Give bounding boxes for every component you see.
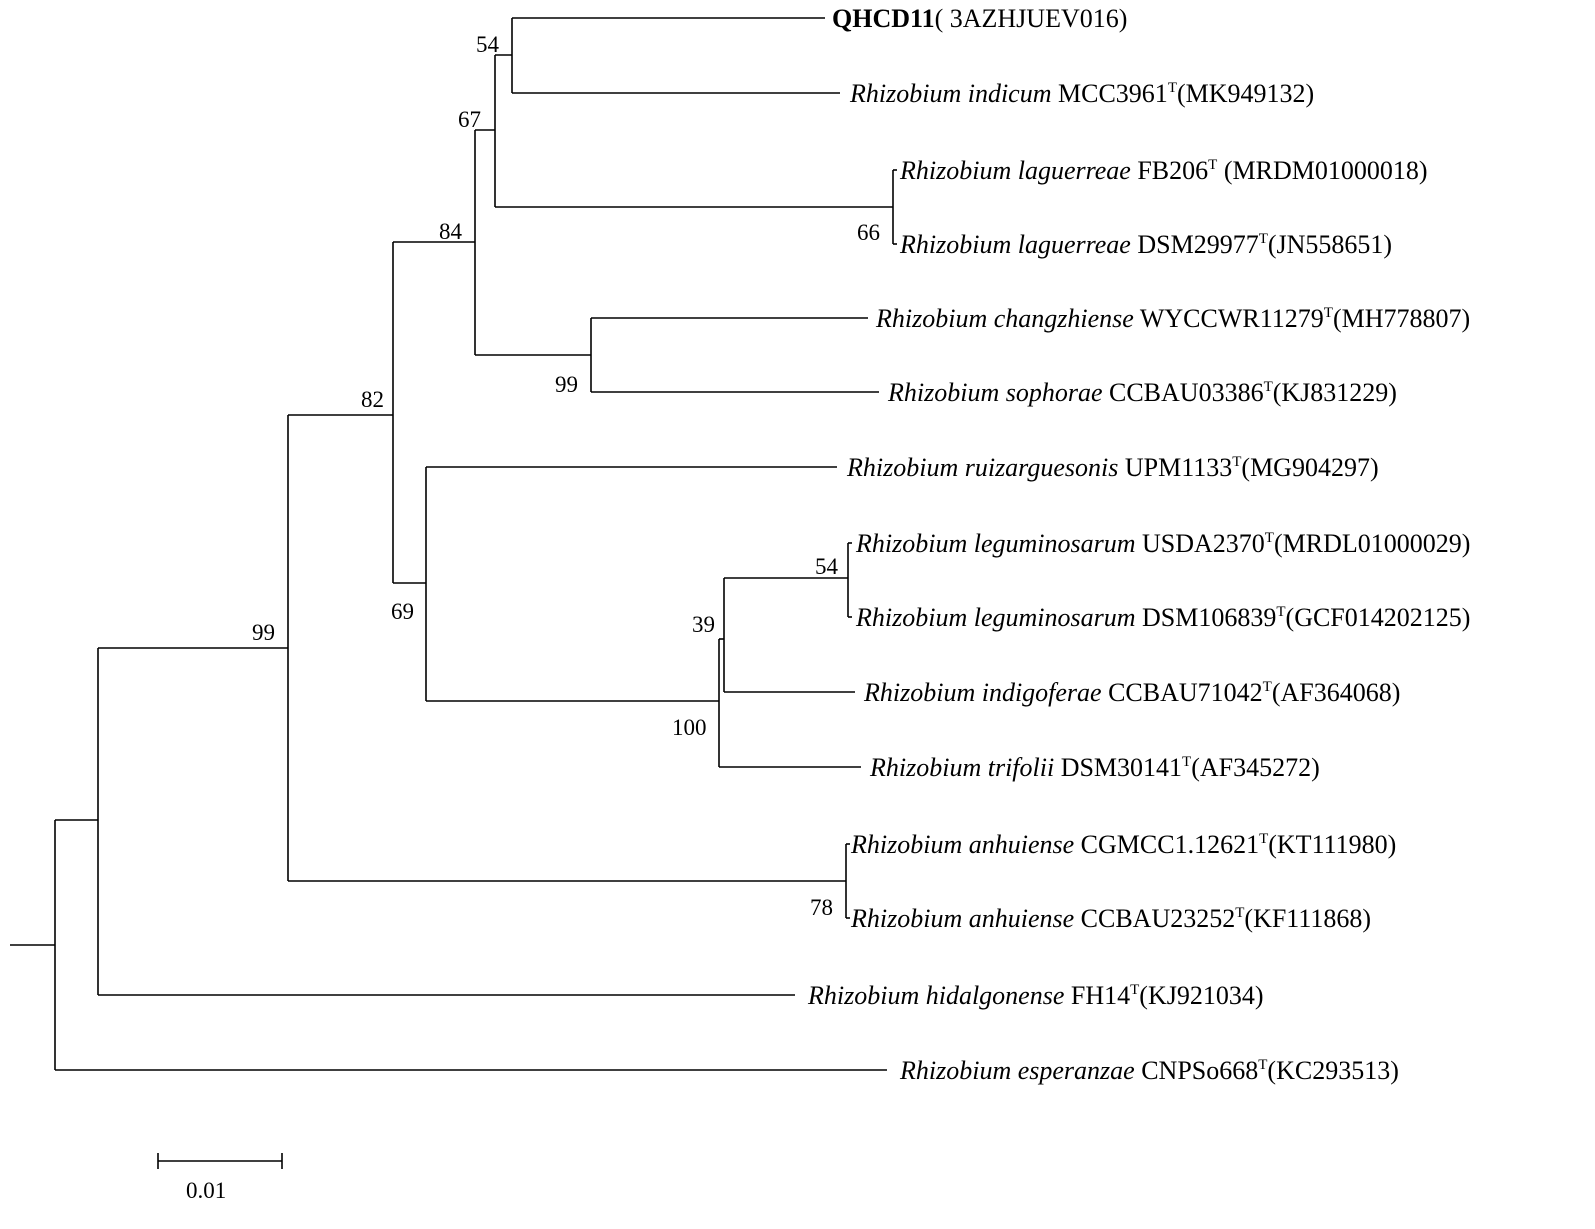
accession: (MG904297)	[1241, 453, 1378, 482]
species-name: Rhizobium indicum	[849, 79, 1052, 108]
accession: (MRDL01000029)	[1274, 529, 1470, 558]
bootstrap-label: 99	[555, 372, 578, 397]
strain-id: CCBAU03386	[1109, 378, 1264, 407]
strain-id: USDA2370	[1142, 529, 1265, 558]
bootstrap-label: 100	[672, 715, 707, 740]
leaf-label-esperanzae: Rhizobium esperanzae CNPSo668T(KC293513)	[899, 1056, 1399, 1085]
bootstrap-labels: 54 67 66 84 99 82 54 39 100 69 78 99	[252, 32, 880, 920]
strain-name-bold: QHCD11	[832, 4, 935, 33]
bootstrap-label: 54	[815, 554, 839, 579]
type-strain-mark: T	[1232, 454, 1241, 470]
leaf-label-changzhiense: Rhizobium changzhiense WYCCWR11279T(MH77…	[875, 304, 1470, 333]
accession: (GCF014202125)	[1286, 603, 1471, 632]
species-name: Rhizobium hidalgonense	[807, 981, 1064, 1010]
strain-id: DSM30141	[1061, 753, 1182, 782]
strain-id: CGMCC1.12621	[1081, 830, 1259, 859]
leaf-label-indigoferae: Rhizobium indigoferae CCBAU71042T(AF3640…	[863, 678, 1400, 707]
bootstrap-label: 84	[439, 219, 463, 244]
scale-bar: 0.01	[157, 1153, 283, 1203]
species-name: Rhizobium sophorae	[887, 378, 1103, 407]
strain-id: UPM1133	[1125, 453, 1232, 482]
species-name: Rhizobium ruizarguesonis	[846, 453, 1118, 482]
species-name: Rhizobium laguerreae	[899, 156, 1131, 185]
accession: (KJ921034)	[1139, 981, 1263, 1010]
strain-id: DSM106839	[1142, 603, 1276, 632]
strain-id: CNPSo668	[1141, 1056, 1258, 1085]
bootstrap-label: 67	[458, 107, 481, 132]
strain-id: CCBAU23252	[1081, 904, 1236, 933]
leaf-label-sophorae: Rhizobium sophorae CCBAU03386T(KJ831229)	[887, 378, 1397, 407]
accession: (MH778807)	[1333, 304, 1470, 333]
type-strain-mark: T	[1259, 831, 1268, 847]
strain-id: FH14	[1071, 981, 1130, 1010]
accession: (MK949132)	[1177, 79, 1314, 108]
leaf-label-ruizarguesonis: Rhizobium ruizarguesonis UPM1133T(MG9042…	[846, 453, 1379, 482]
species-name: Rhizobium indigoferae	[863, 678, 1102, 707]
strain-id: CCBAU71042	[1108, 678, 1263, 707]
accession: (JN558651)	[1268, 230, 1392, 259]
species-name: Rhizobium changzhiense	[875, 304, 1134, 333]
type-strain-mark: T	[1264, 379, 1273, 395]
accession: (KC293513)	[1267, 1056, 1398, 1085]
leaf-labels: QHCD11( 3AZHJUEV016) Rhizobium indicum M…	[807, 4, 1470, 1085]
type-strain-mark: T	[1168, 80, 1177, 96]
type-strain-mark: T	[1324, 305, 1333, 321]
leaf-label-trifolii: Rhizobium trifolii DSM30141T(AF345272)	[869, 753, 1320, 782]
type-strain-mark: T	[1276, 604, 1285, 620]
species-name: Rhizobium esperanzae	[899, 1056, 1135, 1085]
scale-bar-label: 0.01	[186, 1178, 226, 1203]
species-name: Rhizobium anhuiense	[850, 830, 1074, 859]
accession: (AF364068)	[1272, 678, 1401, 707]
type-strain-mark: T	[1258, 1057, 1267, 1073]
strain-id: DSM29977	[1137, 230, 1258, 259]
type-strain-mark: T	[1263, 679, 1272, 695]
leaf-label-laguerreae-fb206: Rhizobium laguerreae FB206T (MRDM0100001…	[899, 156, 1428, 185]
strain-id: FB206	[1137, 156, 1208, 185]
species-name: Rhizobium leguminosarum	[855, 603, 1136, 632]
type-strain-mark: T	[1259, 231, 1268, 247]
leaf-label-anhuiense-ccbau: Rhizobium anhuiense CCBAU23252T(KF111868…	[850, 904, 1371, 933]
leaf-label-anhuiense-cgmcc: Rhizobium anhuiense CGMCC1.12621T(KT1119…	[850, 830, 1396, 859]
bootstrap-label: 69	[391, 599, 414, 624]
bootstrap-label: 78	[810, 895, 833, 920]
bootstrap-label: 82	[361, 387, 384, 412]
leaf-label-indicum: Rhizobium indicum MCC3961T(MK949132)	[849, 79, 1314, 108]
bootstrap-label: 66	[857, 220, 880, 245]
accession: (KF111868)	[1244, 904, 1371, 933]
leaf-label-leguminosarum-usda2370: Rhizobium leguminosarum USDA2370T(MRDL01…	[855, 529, 1470, 558]
leaf-label-qhcd11: QHCD11( 3AZHJUEV016)	[832, 4, 1127, 33]
tree-branches	[10, 17, 897, 1071]
bootstrap-label: 54	[476, 32, 500, 57]
leaf-label-hidalgonense: Rhizobium hidalgonense FH14T(KJ921034)	[807, 981, 1264, 1010]
bootstrap-label: 99	[252, 620, 275, 645]
strain-id: MCC3961	[1058, 79, 1168, 108]
accession: (KT111980)	[1268, 830, 1396, 859]
leaf-label-leguminosarum-dsm106839: Rhizobium leguminosarum DSM106839T(GCF01…	[855, 603, 1470, 632]
species-name: Rhizobium leguminosarum	[855, 529, 1136, 558]
species-name: Rhizobium trifolii	[869, 753, 1054, 782]
accession: (MRDM01000018)	[1217, 156, 1427, 185]
leaf-label-laguerreae-dsm29977: Rhizobium laguerreae DSM29977T(JN558651)	[899, 230, 1392, 259]
type-strain-mark: T	[1208, 157, 1217, 173]
type-strain-mark: T	[1182, 754, 1191, 770]
species-name: Rhizobium anhuiense	[850, 904, 1074, 933]
accession: (AF345272)	[1191, 753, 1320, 782]
bootstrap-label: 39	[692, 612, 715, 637]
accession: (KJ831229)	[1273, 378, 1397, 407]
type-strain-mark: T	[1130, 982, 1139, 998]
accession: ( 3AZHJUEV016)	[935, 4, 1128, 33]
strain-id: WYCCWR11279	[1140, 304, 1324, 333]
type-strain-mark: T	[1265, 530, 1274, 546]
species-name: Rhizobium laguerreae	[899, 230, 1131, 259]
type-strain-mark: T	[1235, 905, 1244, 921]
